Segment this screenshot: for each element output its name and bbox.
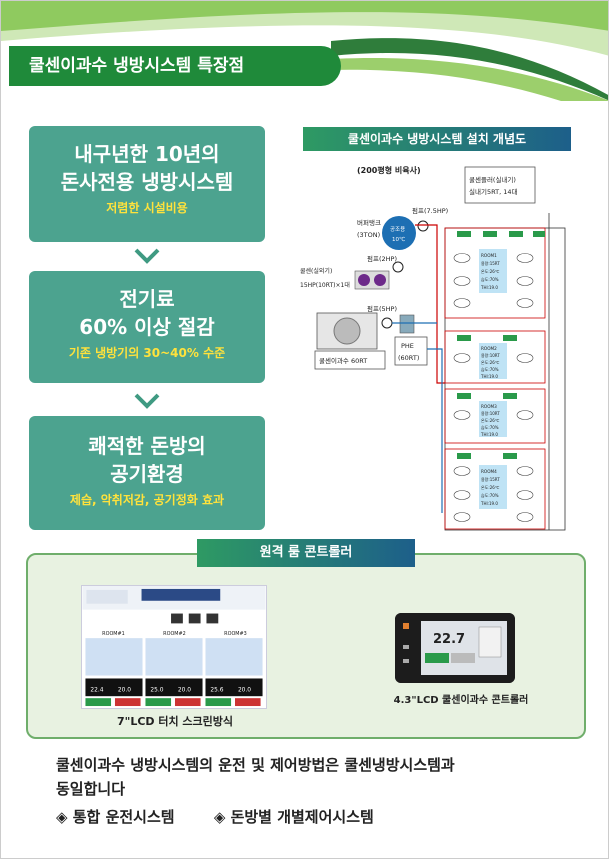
lcd7-caption: 7"LCD 터치 스크린방식 bbox=[116, 715, 234, 728]
feature-line: 쾌적한 돈방의 bbox=[88, 434, 206, 458]
feature-line: 내구년한 10년의 bbox=[74, 142, 220, 166]
outdoor-spec: 15HP(10RT)×1대 bbox=[300, 281, 350, 289]
down-arrow-icon bbox=[134, 393, 160, 409]
room-line: 용량:10RT bbox=[481, 352, 500, 358]
lcd7-value: 20.0 bbox=[118, 687, 131, 693]
bullet-integrated: ◈ 통합 운전시스템 bbox=[56, 808, 175, 826]
pump1-label: 펌프(7.5HP) bbox=[412, 207, 448, 215]
concept-title: 쿨센이과수 냉방시스템 설치 개념도 bbox=[303, 127, 571, 151]
feature-box-durability: 내구년한 10년의 돈사전용 냉방시스템 저렴한 시설비용 bbox=[29, 126, 265, 242]
remote-title: 원격 룸 콘트롤러 bbox=[197, 539, 415, 567]
buffer-tank-spec: (3TON) bbox=[357, 231, 380, 239]
cooler-label: 쿨센플러(실내기) bbox=[469, 175, 516, 184]
room-name: ROOM4 bbox=[481, 469, 497, 474]
room-line: 용량:10RT bbox=[481, 410, 500, 416]
lcd43-controller: 22.7 bbox=[395, 613, 515, 683]
header-swoosh bbox=[1, 1, 608, 101]
phe-spec: (60RT) bbox=[398, 354, 419, 362]
pump3-label: 펌프(5HP) bbox=[367, 305, 397, 313]
room-line: 용량:15RT bbox=[481, 260, 500, 266]
room-line: THI:19.0 bbox=[480, 285, 498, 290]
feature-box-power: 전기료 60% 이상 절감 기존 냉방기의 30~40% 수준 bbox=[29, 271, 265, 383]
down-arrow-icon bbox=[134, 248, 160, 264]
room-line: 온도:26℃ bbox=[481, 418, 500, 423]
room-line: 온도:26℃ bbox=[481, 485, 500, 490]
feature-sub: 제습, 악취저감, 공기정화 효과 bbox=[69, 493, 225, 507]
feature-box-air: 쾌적한 돈방의 공기환경 제습, 악취저감, 공기정화 효과 bbox=[29, 416, 265, 530]
bullet-individual: ◈ 돈방별 개별제어시스템 bbox=[213, 808, 374, 826]
feature-line: 전기료 bbox=[119, 287, 175, 311]
room-line: 습도:70% bbox=[481, 276, 499, 282]
lcd7-room-label: ROOM#2 bbox=[163, 631, 186, 637]
main-unit-label: 쿨센이과수 60RT bbox=[319, 356, 367, 365]
room-line: THI:19.0 bbox=[480, 374, 498, 379]
feature-line: 공기환경 bbox=[110, 462, 184, 486]
buffer-tank-label: 버퍼탱크 bbox=[357, 218, 381, 227]
room-line: THI:19.0 bbox=[480, 501, 498, 506]
feature-sub: 기존 냉방기의 30~40% 수준 bbox=[68, 346, 226, 360]
footer-bullets: ◈ 통합 운전시스템 ◈ 돈방별 개별제어시스템 bbox=[56, 805, 576, 829]
lcd43-value: 22.7 bbox=[433, 632, 465, 647]
footer-line: 쿨센이과수 냉방시스템의 운전 및 제어방법은 쿨센냉방시스템과 bbox=[56, 756, 455, 774]
outdoor-label: 쿨센(실외기) bbox=[300, 267, 332, 275]
tank-temp: 10℃ bbox=[392, 236, 405, 243]
feature-line: 60% 이상 절감 bbox=[79, 315, 215, 339]
lcd7-value: 25.6 bbox=[210, 687, 223, 693]
footer-line: 동일합니다 bbox=[56, 780, 126, 798]
room-name: ROOM2 bbox=[481, 346, 497, 351]
room-line: 온도:26℃ bbox=[481, 269, 500, 274]
room-line: 습도:70% bbox=[481, 366, 499, 372]
room-line: 용량:15RT bbox=[481, 476, 500, 482]
lcd7-value: 25.0 bbox=[150, 687, 163, 693]
feature-sub: 저렴한 시설비용 bbox=[106, 201, 188, 215]
room-line: THI:19.0 bbox=[480, 432, 498, 437]
pump2-label: 펌프(2HP) bbox=[367, 255, 397, 263]
lcd7-touch-screen: ROOM#1 ROOM#2 ROOM#3 22.4 20.0 25.0 20.0… bbox=[81, 585, 267, 709]
feature-line: 돈사전용 냉방시스템 bbox=[60, 170, 234, 194]
lcd7-room-label: ROOM#3 bbox=[224, 631, 247, 637]
room-name: ROOM1 bbox=[481, 253, 497, 258]
farm-label: (200평형 비육사) bbox=[357, 165, 421, 175]
phe-label: PHE bbox=[401, 342, 414, 350]
cooler-spec: 실내기5RT, 14대 bbox=[469, 187, 517, 196]
room-line: 온도:26℃ bbox=[481, 360, 500, 365]
room-line: 습도:70% bbox=[481, 424, 499, 430]
lcd43-caption: 4.3"LCD 쿨센이과수 콘트롤러 bbox=[393, 695, 529, 706]
room-name: ROOM3 bbox=[481, 404, 497, 409]
page-title: 쿨센이과수 냉방시스템 특장점 bbox=[9, 46, 341, 86]
lcd7-value: 20.0 bbox=[178, 687, 191, 693]
lcd7-value: 22.4 bbox=[90, 687, 103, 693]
lcd7-value: 20.0 bbox=[238, 687, 251, 693]
room-line: 습도:70% bbox=[481, 492, 499, 498]
installation-diagram: (200평형 비육사) 쿨센플러(실내기) 실내기5RT, 14대 버퍼탱크 (… bbox=[300, 165, 566, 531]
footer-text: 쿨센이과수 냉방시스템의 운전 및 제어방법은 쿨센냉방시스템과 동일합니다 ◈… bbox=[56, 753, 576, 829]
lcd7-room-label: ROOM#1 bbox=[102, 631, 125, 637]
tank-face: 공조용 bbox=[390, 226, 405, 233]
